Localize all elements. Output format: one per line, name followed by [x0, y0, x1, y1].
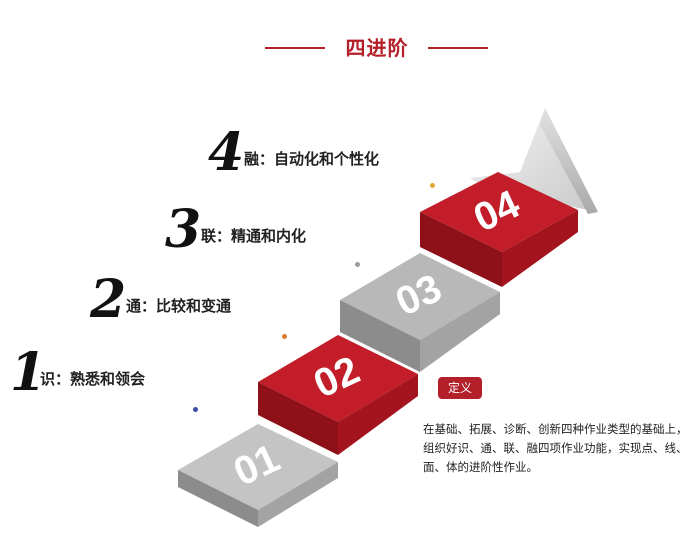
definition-text: 在基础、拓展、诊断、创新四种作业类型的基础上，组织好识、通、联、融四项作业功能，…	[423, 422, 688, 474]
level-number: 3	[165, 199, 202, 260]
decor-dot-orange	[282, 334, 287, 339]
level-2: 2 通：比较和变通	[90, 262, 290, 326]
level-3: 3 联：精通和内化	[165, 192, 365, 256]
step-04: 04	[420, 172, 578, 287]
step-02: 02	[258, 335, 418, 455]
title-line-right	[428, 47, 488, 49]
page-title: 四进阶	[345, 36, 409, 60]
level-label: 联：精通和内化	[201, 227, 307, 245]
level-label: 通：比较和变通	[126, 297, 232, 315]
step-01: 01	[178, 424, 338, 527]
level-number: 4	[208, 122, 245, 183]
level-label: 融：自动化和个性化	[244, 150, 380, 168]
decor-dot-gray	[355, 262, 360, 267]
level-1: 1 识：熟悉和领会	[10, 335, 210, 399]
decor-dot-blue	[193, 407, 198, 412]
definition-badge: 定义	[438, 377, 482, 399]
level-number: 1	[10, 342, 47, 403]
step-03: 03	[340, 253, 500, 372]
level-4: 4 融：自动化和个性化	[208, 115, 438, 179]
level-number: 2	[90, 269, 127, 330]
level-label: 识：熟悉和领会	[40, 370, 146, 388]
decor-dot-yellow	[430, 183, 435, 188]
title-line-left	[265, 47, 325, 49]
title-block: 四进阶	[0, 28, 692, 68]
